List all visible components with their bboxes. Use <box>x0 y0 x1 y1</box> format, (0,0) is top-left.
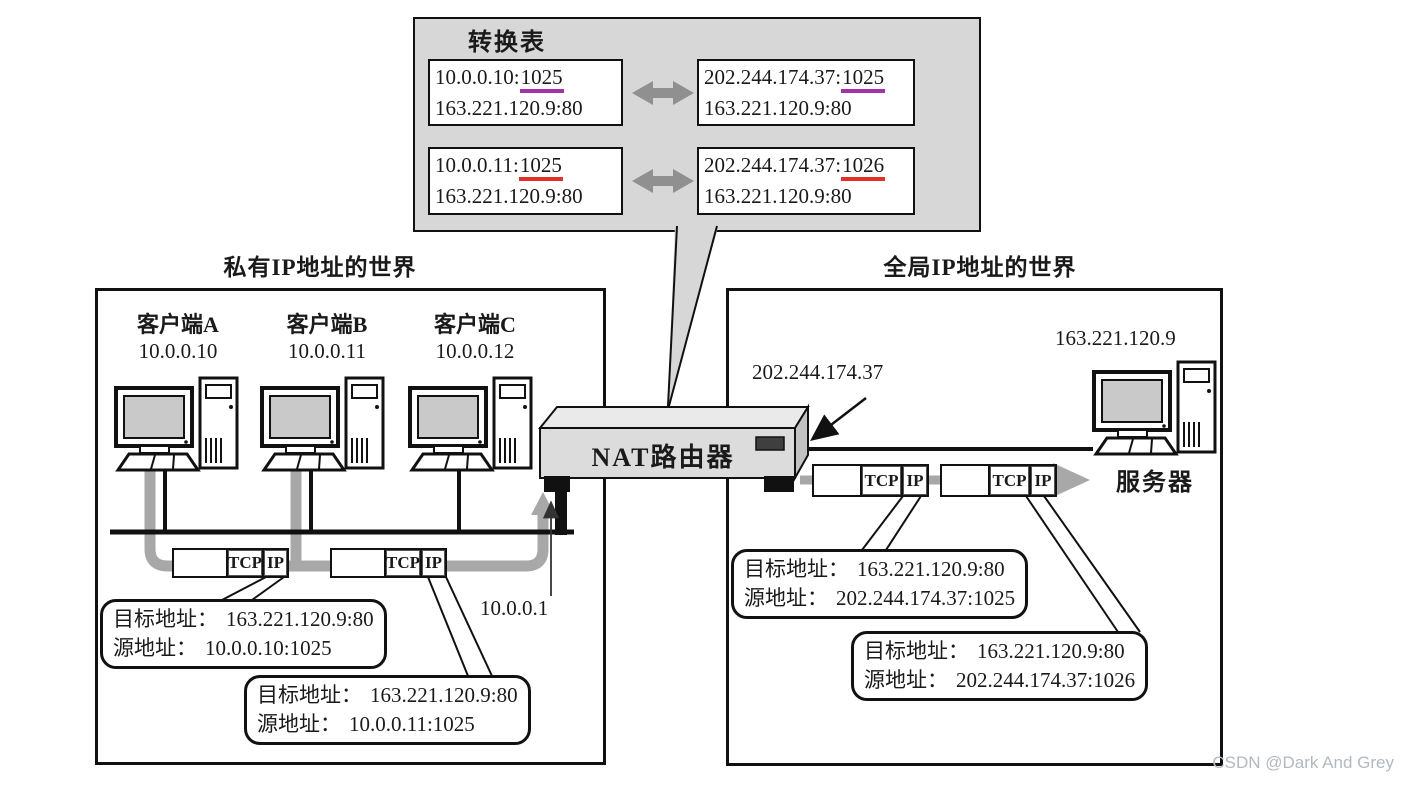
callout-dest-line: 目标地址：163.221.120.9:80 <box>744 557 1005 581</box>
packet-tcp-label: TCP <box>860 464 903 497</box>
callout-dest-line: 目标地址：163.221.120.9:80 <box>113 607 374 631</box>
address-line: 163.221.120.9:80 <box>704 96 852 120</box>
nat-router-label: NAT路由器 <box>591 443 735 472</box>
callout-dest-line: 目标地址：163.221.120.9:80 <box>864 639 1125 663</box>
packet-tcp-label: TCP <box>988 464 1031 497</box>
callout-src-line: 源地址：202.244.174.37:1026 <box>864 668 1136 692</box>
client-b-label: 客户端B 10.0.0.11 <box>257 312 397 364</box>
global-world-box <box>726 288 1223 766</box>
packet-address-callout: 目标地址：163.221.120.9:80 源地址：202.244.174.37… <box>731 549 1029 619</box>
mapping-global-cell: 202.244.174.37:1026 163.221.120.9:80 <box>697 147 915 215</box>
address-line: 202.244.174.37:1025 <box>704 62 908 93</box>
client-name: 客户端A <box>137 312 219 337</box>
address-line: 10.0.0.10:1025 <box>435 62 616 93</box>
private-world-title: 私有IP地址的世界 <box>223 255 417 280</box>
callout-src-line: 源地址：202.244.174.37:1025 <box>744 586 1016 610</box>
packet-tcp-label: TCP <box>226 548 264 578</box>
client-name: 客户端B <box>286 312 368 337</box>
mapping-global-cell: 202.244.174.37:1025 163.221.120.9:80 <box>697 59 915 126</box>
server-ip-label: 163.221.120.9 <box>1055 326 1176 350</box>
packet: TCP IP <box>812 464 929 497</box>
client-a-label: 客户端A 10.0.0.10 <box>108 312 248 364</box>
packet-data-segment <box>330 548 386 578</box>
address-line: 163.221.120.9:80 <box>704 184 852 208</box>
address-line: 163.221.120.9:80 <box>435 96 583 120</box>
packet-address-callout: 目标地址：163.221.120.9:80 源地址：10.0.0.10:1025 <box>100 599 387 669</box>
private-world-box <box>95 288 606 765</box>
mapping-private-cell: 10.0.0.11:1025 163.221.120.9:80 <box>428 147 623 215</box>
gateway-ip-label: 10.0.0.1 <box>480 596 549 620</box>
packet-address-callout: 目标地址：163.221.120.9:80 源地址：10.0.0.11:1025 <box>244 675 531 745</box>
packet-data-segment <box>812 464 862 497</box>
server-name-label: 服务器 <box>1116 470 1194 496</box>
packet-data-segment <box>940 464 990 497</box>
packet-address-callout: 目标地址：163.221.120.9:80 源地址：202.244.174.37… <box>851 631 1149 701</box>
packet: TCP IP <box>330 548 447 578</box>
bidirectional-arrow-icon <box>632 81 694 105</box>
global-world-title: 全局IP地址的世界 <box>883 255 1077 280</box>
translation-table-title: 转换表 <box>468 30 546 56</box>
callout-dest-line: 目标地址：163.221.120.9:80 <box>257 683 518 707</box>
client-ip: 10.0.0.12 <box>435 339 515 363</box>
mapping-private-cell: 10.0.0.10:1025 163.221.120.9:80 <box>428 59 623 126</box>
client-ip: 10.0.0.11 <box>288 339 366 363</box>
router-global-ip-label: 202.244.174.37 <box>752 360 884 384</box>
packet-data-segment <box>172 548 228 578</box>
address-line: 163.221.120.9:80 <box>435 184 583 208</box>
client-ip: 10.0.0.10 <box>138 339 218 363</box>
callout-src-line: 源地址：10.0.0.11:1025 <box>257 712 475 736</box>
packet-ip-label: IP <box>1029 464 1057 497</box>
client-name: 客户端C <box>434 312 516 337</box>
address-line: 202.244.174.37:1026 <box>704 150 908 181</box>
packet-ip-label: IP <box>420 548 447 578</box>
packet: TCP IP <box>172 548 289 578</box>
address-line: 10.0.0.11:1025 <box>435 150 616 181</box>
callout-src-line: 源地址：10.0.0.10:1025 <box>113 636 332 660</box>
watermark: CSDN @Dark And Grey <box>1212 753 1394 772</box>
packet-ip-label: IP <box>901 464 929 497</box>
packet: TCP IP <box>940 464 1057 497</box>
packet-ip-label: IP <box>262 548 289 578</box>
packet-tcp-label: TCP <box>384 548 422 578</box>
client-c-label: 客户端C 10.0.0.12 <box>405 312 545 364</box>
table-callout-funnel <box>667 224 719 407</box>
bidirectional-arrow-icon <box>632 169 694 193</box>
